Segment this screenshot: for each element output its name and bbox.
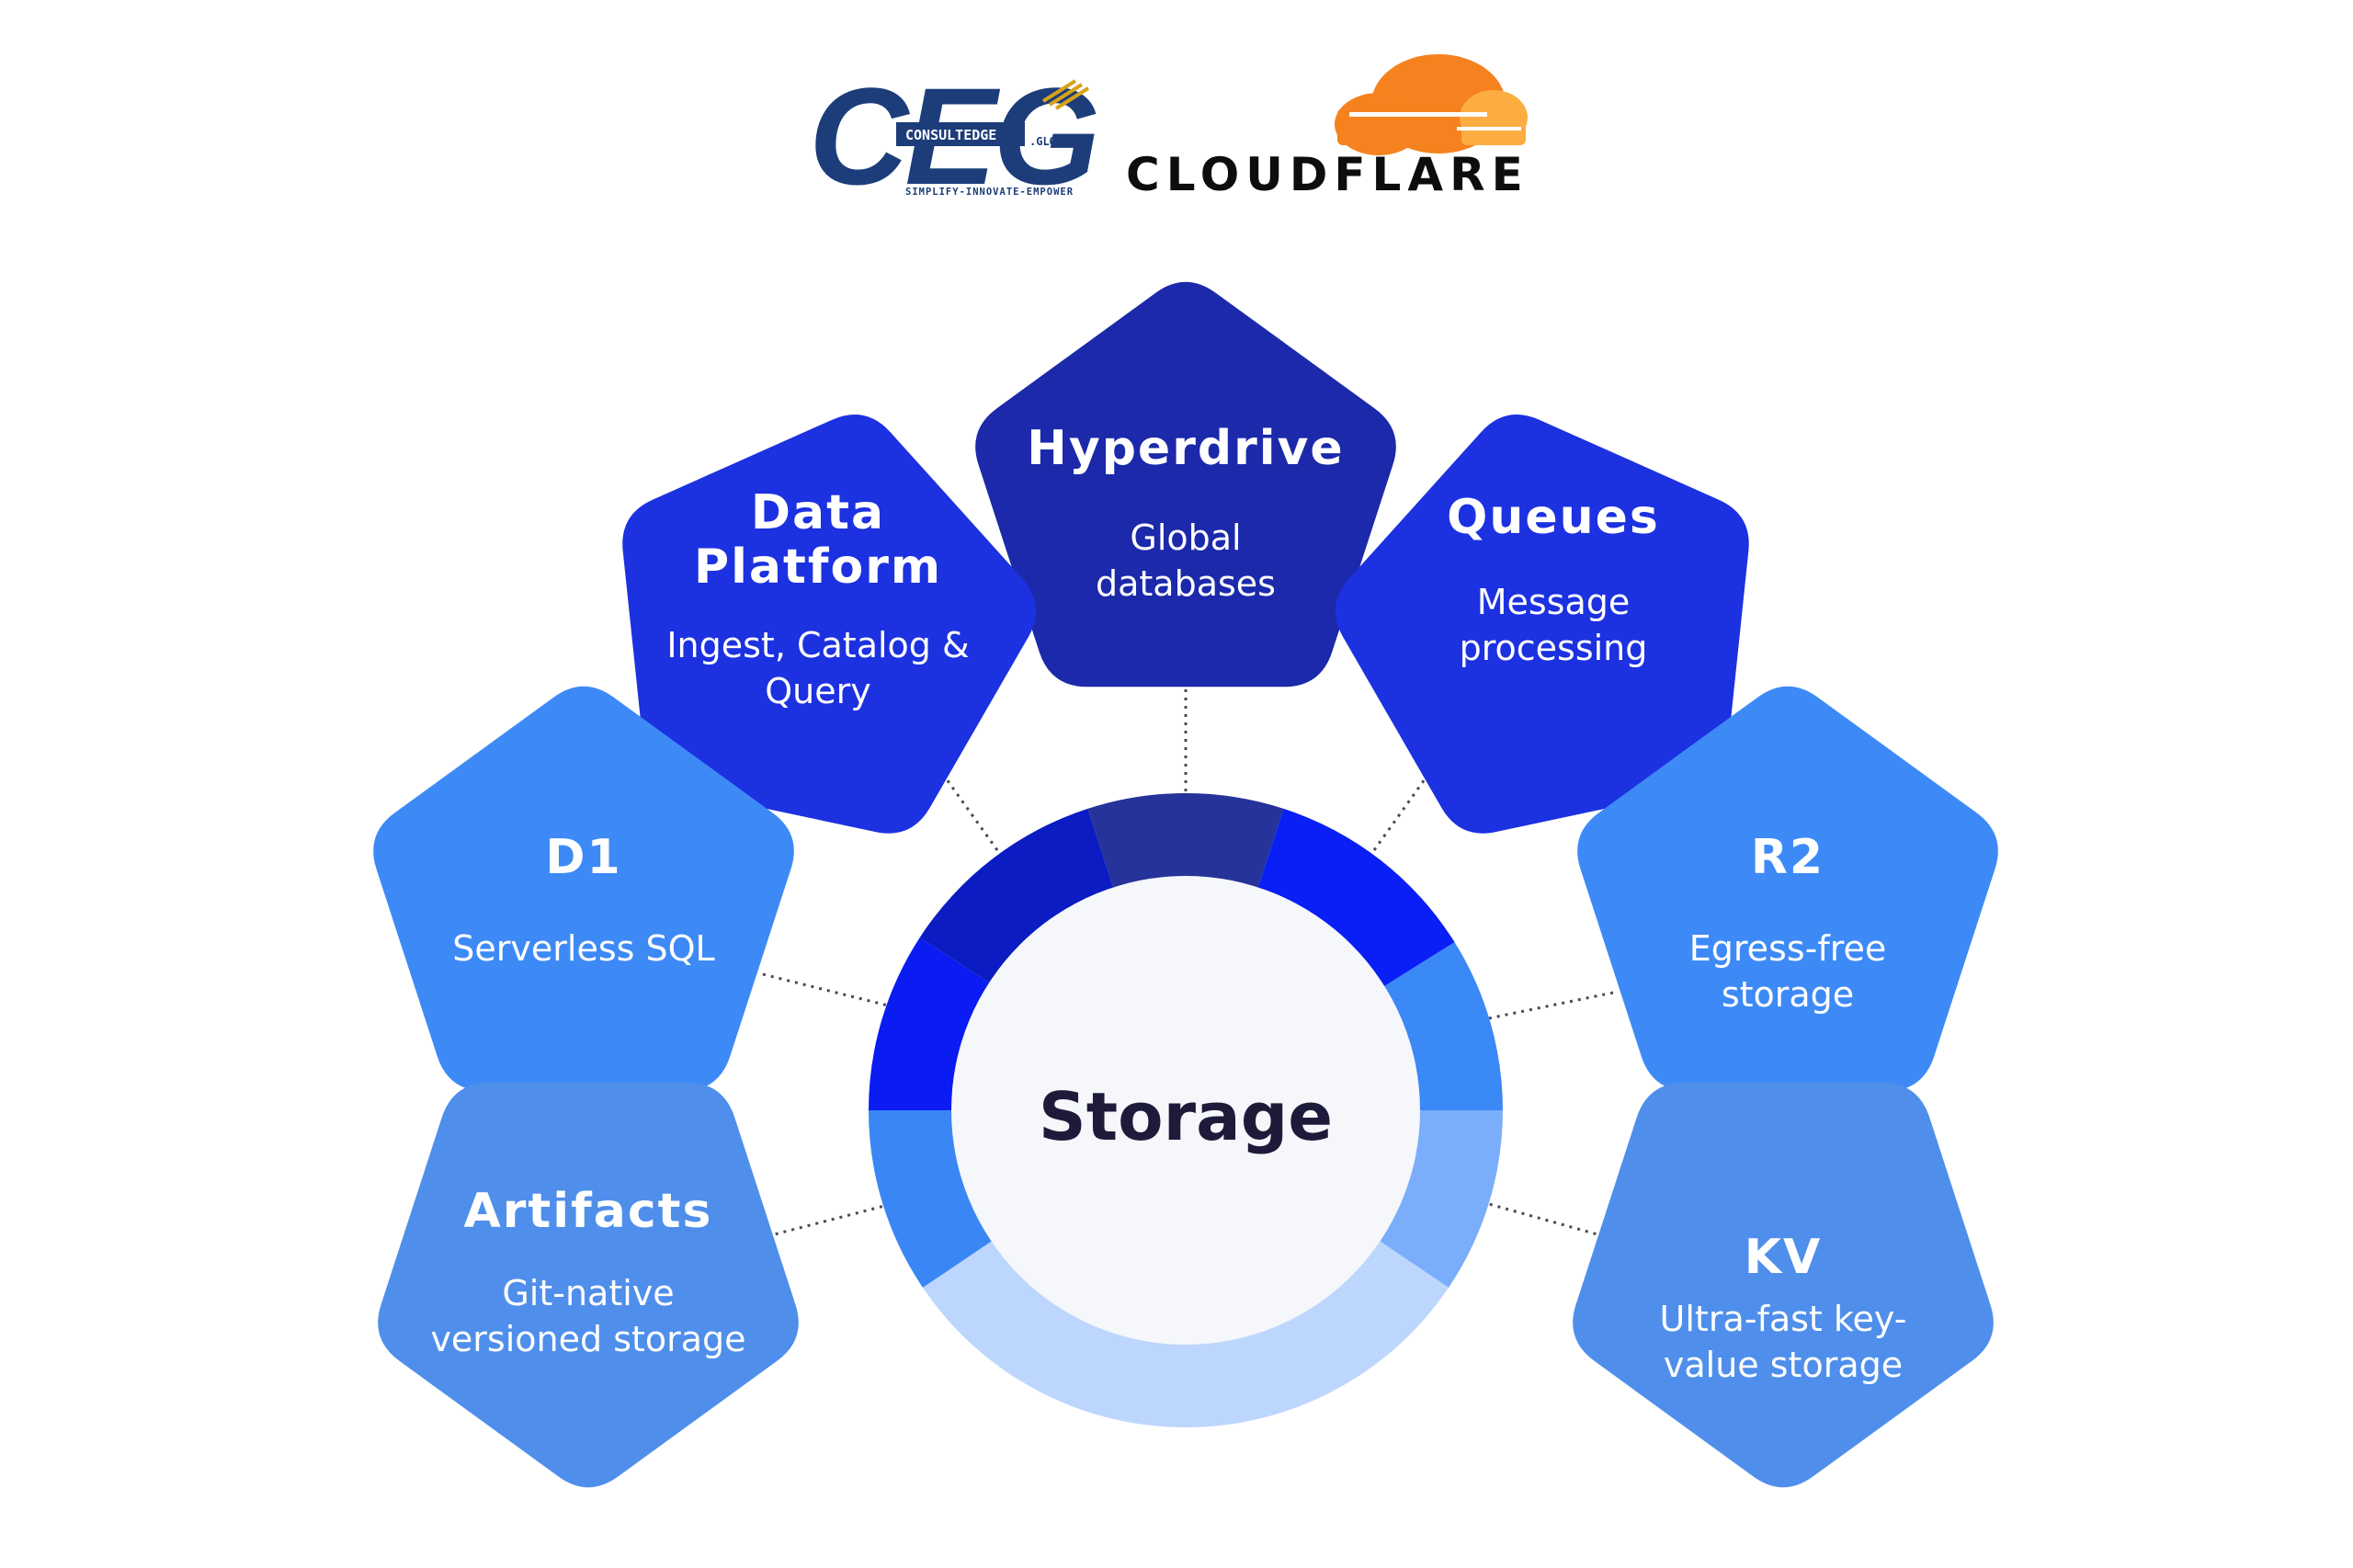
connector-d1	[762, 972, 892, 1008]
ring-segment-bottom	[922, 1239, 1449, 1427]
node-queues-title: Queues	[1447, 490, 1660, 545]
node-queues-desc-line-2: processing	[1460, 628, 1648, 668]
ceg-logo: CEG CONSULTEDGE .GLOBAL SIMPLIFY-INNOVAT…	[809, 59, 1100, 213]
cloudflare-logo: CLOUDFLARE	[1126, 54, 1529, 201]
storage-center-circle	[951, 876, 1420, 1345]
node-kv-desc-line-2: value storage	[1664, 1345, 1903, 1385]
node-hyperdrive-desc-line-1: Global	[1130, 517, 1241, 558]
ceg-logo-tagline: SIMPLIFY-INNOVATE-EMPOWER	[905, 187, 1074, 198]
node-hyperdrive-title: Hyperdrive	[1027, 421, 1344, 476]
connector-artifacts	[767, 1202, 892, 1238]
connector-r2	[1479, 991, 1614, 1022]
node-artifacts-desc-line-2: versioned storage	[430, 1319, 745, 1359]
node-queues-shape	[1335, 414, 1749, 834]
node-r2-desc-line-1: Egress-free	[1689, 928, 1887, 969]
storage-ring	[869, 793, 1503, 1427]
node-d1-desc-line-1: Serverless SQL	[452, 928, 714, 969]
connector-lines	[762, 689, 1614, 1238]
node-hyperdrive-shape	[975, 281, 1396, 687]
node-data-platform-title-line-2: Platform	[694, 540, 942, 595]
storage-center: Storage	[951, 876, 1420, 1345]
node-artifacts-shape	[378, 1082, 799, 1488]
ceg-logo-suffix: .GLOBAL	[1029, 135, 1076, 148]
ceg-logo-stripes	[1041, 79, 1090, 110]
connector-queues	[1372, 753, 1445, 851]
node-data-platform-desc-line-2: Query	[765, 671, 870, 711]
ceg-logo-tag: CONSULTEDGE	[905, 127, 996, 143]
ring-segment-r2	[1381, 942, 1503, 1110]
node-artifacts-title: Artifacts	[464, 1184, 713, 1239]
node-kv-shape	[1573, 1082, 1994, 1488]
cloudflare-wordmark: CLOUDFLARE	[1126, 148, 1529, 201]
node-data-platform-shape	[622, 414, 1037, 834]
connector-data-platform	[926, 753, 999, 851]
node-kv-title: KV	[1745, 1230, 1823, 1285]
node-r2-shape	[1577, 686, 1998, 1092]
cloudflare-cloud-icon	[1335, 54, 1528, 155]
ring-segment-d1	[869, 937, 992, 1110]
node-d1-shape	[373, 686, 794, 1092]
node-artifacts-desc-line-1: Git-native	[502, 1273, 674, 1313]
ring-segment-hyperdrive	[1087, 793, 1284, 891]
node-kv-desc-line-1: Ultra-fast key-	[1660, 1299, 1907, 1339]
node-r2-desc-line-2: storage	[1722, 974, 1854, 1015]
ring-segment-queues	[1256, 808, 1455, 988]
storage-center-label: Storage	[1039, 1078, 1333, 1155]
ring-segment-data-platform	[919, 808, 1115, 984]
node-r2-title: R2	[1751, 830, 1824, 885]
ceg-logo-band	[896, 122, 1025, 146]
node-d1-title: D1	[545, 830, 621, 885]
node-queues-desc-line-1: Message	[1477, 582, 1631, 622]
node-data-platform-title-line-1: Data	[751, 485, 885, 540]
connector-kv	[1488, 1202, 1605, 1238]
node-hyperdrive-desc-line-2: databases	[1096, 563, 1276, 604]
node-kv: KV Ultra-fast key-value storage	[1573, 1082, 1994, 1488]
node-data-platform-desc-line-1: Ingest, Catalog &	[666, 625, 969, 665]
ring-segment-artifacts	[869, 1110, 995, 1288]
ring-segment-kv	[1377, 1110, 1503, 1288]
